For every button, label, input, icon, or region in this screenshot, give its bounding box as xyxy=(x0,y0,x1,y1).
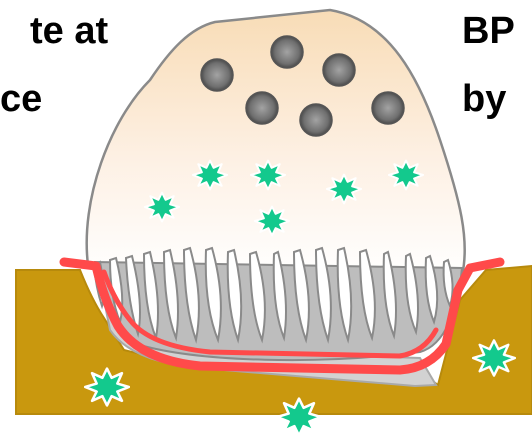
green-star-particle-icon xyxy=(85,369,129,406)
left-label-line-2: ce xyxy=(0,76,42,122)
green-star-particle-icon xyxy=(389,161,423,190)
left-label-line-1: te at xyxy=(30,8,108,54)
right-label-line-1: BP xyxy=(462,8,515,54)
right-label-line-2: by xyxy=(462,76,506,122)
nucleus-icon xyxy=(201,59,233,91)
green-star-particle-icon xyxy=(251,161,285,190)
green-star-particle-icon xyxy=(255,207,289,236)
green-star-particle-icon xyxy=(145,193,179,222)
green-star-particle-icon xyxy=(193,161,227,190)
nucleus-icon xyxy=(323,54,355,86)
nucleus-icon xyxy=(246,92,278,124)
green-star-particle-icon xyxy=(277,399,321,436)
nucleus-icon xyxy=(300,104,332,136)
green-star-particle-icon xyxy=(473,340,515,375)
green-star-particle-icon xyxy=(327,175,361,204)
nucleus-icon xyxy=(271,36,303,68)
nucleus-icon xyxy=(372,92,404,124)
